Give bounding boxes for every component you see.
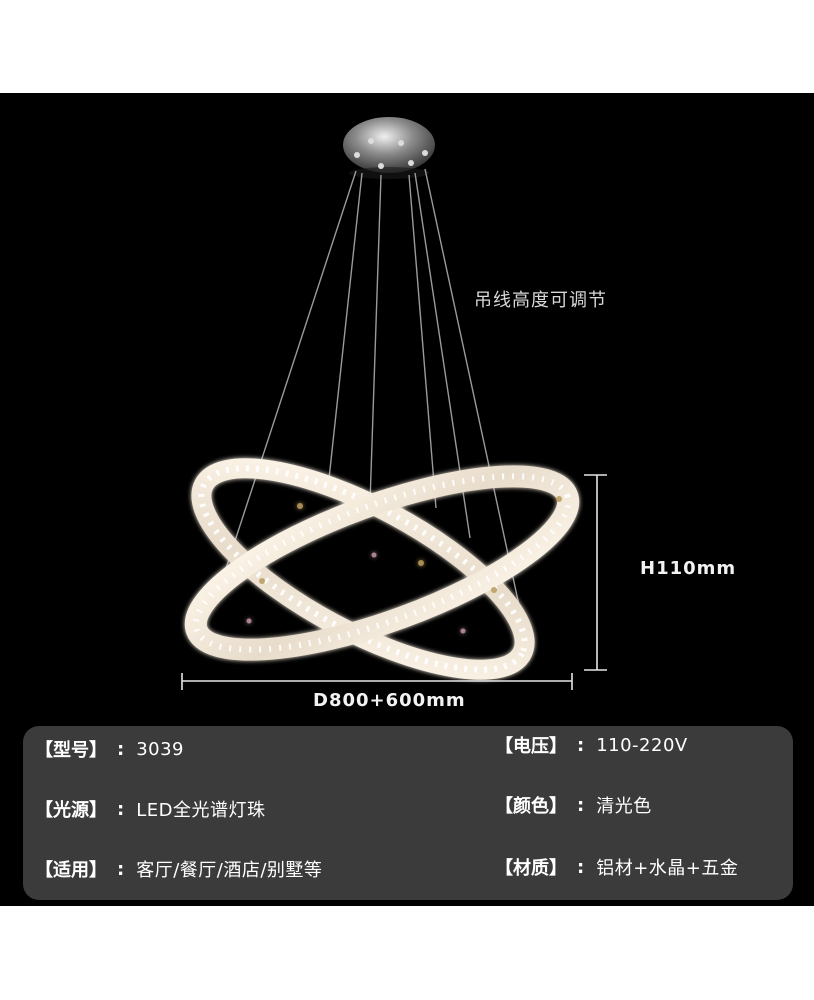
spec-voltage-sep: : — [577, 734, 585, 756]
spec-usage-label: 【适用】 — [35, 860, 107, 881]
ceiling-canopy — [343, 117, 435, 179]
spec-color-label: 【颜色】 — [495, 796, 567, 817]
spec-material: 【材质】 : 铝材+水晶+五金 — [495, 854, 738, 880]
spec-panel: 【型号】 : 3039 【光源】 : LED全光谱灯珠 【适用】 : 客厅/餐厅… — [23, 726, 793, 900]
spec-model: 【型号】 : 3039 — [35, 736, 184, 762]
spec-model-label: 【型号】 — [35, 740, 107, 761]
spec-color: 【颜色】 : 清光色 — [495, 792, 652, 818]
spec-voltage-label: 【电压】 — [495, 736, 567, 757]
spec-light-source-value: LED全光谱灯珠 — [136, 800, 266, 821]
spec-voltage-value: 110-220V — [596, 734, 688, 756]
diameter-dimension-line — [181, 673, 573, 690]
spec-color-sep: : — [577, 794, 585, 816]
spec-light-source-label: 【光源】 — [35, 800, 107, 821]
spec-material-sep: : — [577, 856, 585, 878]
spec-light-source: 【光源】 : LED全光谱灯珠 — [35, 796, 265, 822]
spec-model-sep: : — [117, 738, 125, 760]
spec-usage-sep: : — [117, 858, 125, 880]
crystal-rings — [184, 458, 580, 680]
height-dimension-line — [584, 474, 607, 671]
spec-color-value: 清光色 — [596, 796, 652, 817]
chandelier-illustration — [181, 117, 607, 690]
spec-usage: 【适用】 : 客厅/餐厅/酒店/别墅等 — [35, 856, 322, 882]
height-adjustable-note: 吊线高度可调节 — [474, 290, 607, 311]
spec-material-value: 铝材+水晶+五金 — [596, 858, 739, 879]
spec-voltage: 【电压】 : 110-220V — [495, 732, 688, 758]
product-image-area: 吊线高度可调节 H110mm D800+600mm 【型号】 : 3039 【光… — [0, 93, 814, 906]
diameter-dimension-label: D800+600mm — [313, 690, 466, 711]
spec-light-source-sep: : — [117, 798, 125, 820]
spec-material-label: 【材质】 — [495, 858, 567, 879]
spec-model-value: 3039 — [136, 738, 185, 760]
height-dimension-label: H110mm — [640, 558, 737, 579]
spec-usage-value: 客厅/餐厅/酒店/别墅等 — [136, 860, 323, 881]
